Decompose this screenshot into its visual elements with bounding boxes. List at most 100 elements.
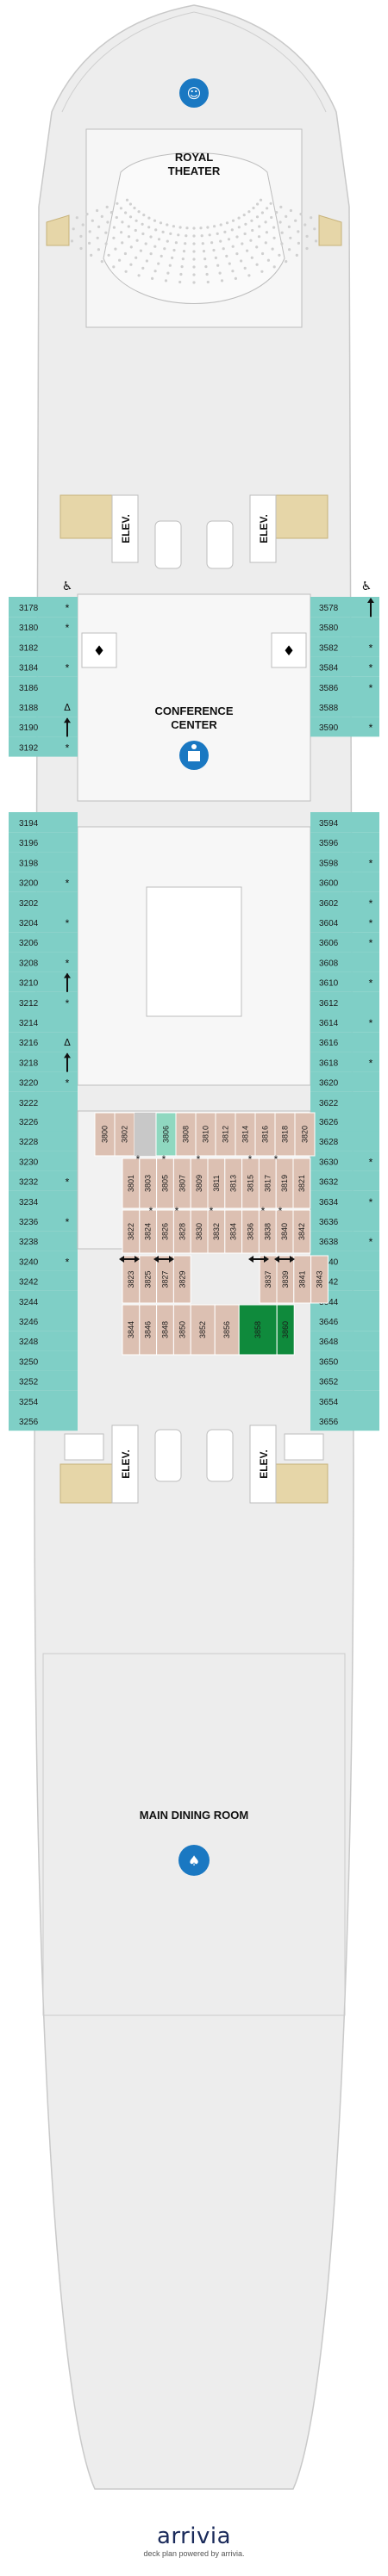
cabin-number: 3582 [319,643,339,653]
inner-cabin-number: 3829 [178,1270,186,1288]
connecting-mark: * [369,978,373,990]
theater-seat [123,251,127,256]
upper-elevator-area: ELEV. ELEV. [59,494,329,569]
inner-cabin [310,1255,329,1304]
connecting-mark: * [274,1153,278,1165]
theater-seat [127,225,130,228]
theater-seat [287,225,291,228]
cabin-cell [310,1311,379,1331]
inner-cabin [276,1304,295,1356]
cabin-number: 3612 [319,999,339,1009]
inner-cabin-number: 3800 [101,1126,110,1143]
cabin-number: 3590 [319,723,339,733]
cabin-number: 3646 [319,1318,339,1327]
theater-seat [133,206,136,210]
theater-seat [141,266,145,270]
cabin-cell [310,1151,379,1171]
theater-seat [265,231,268,234]
svg-text:ELEV.: ELEV. [258,514,270,543]
cabin-number: 3248 [19,1338,39,1347]
theater-seat [255,245,259,249]
cabin-cell [310,617,379,637]
theater-seat [104,231,108,234]
theater-seat [85,213,89,216]
theater-seat [192,265,196,269]
theater-seat [100,260,103,264]
cabin-number: 3614 [319,1019,339,1028]
theater-seat [70,239,74,243]
theater-seat [142,214,146,217]
theater-seat [178,280,182,284]
connecting-mark: * [66,997,70,1009]
cabin-number: 3220 [19,1079,39,1089]
theater-seat [243,266,247,270]
inner-cabin-number: 3843 [316,1270,324,1288]
inner-cabin-number: 3812 [222,1126,230,1143]
svg-text:♦: ♦ [283,642,295,659]
cabin-number: 3194 [19,819,39,829]
cabin-cell [310,676,379,697]
inner-cabin-number: 3846 [144,1321,153,1338]
inner-cabin-number: 3828 [178,1223,186,1240]
cabin-number: 3180 [19,624,39,633]
theater-seat [278,220,282,224]
arrow-head [290,1256,295,1263]
cabin-number: 3206 [19,939,39,948]
theater-seat [294,219,297,222]
theater-seat [163,247,166,251]
theater-seat [260,270,264,273]
theater-seat [237,216,241,220]
theater-seat [192,273,196,276]
theater-seat [121,241,124,245]
cabin-cell [310,1111,379,1132]
arrow-head [64,1052,71,1058]
cabin-number: 3226 [19,1118,39,1127]
cabin-number: 3242 [19,1278,39,1288]
theater-seat [192,234,196,238]
cabin-cell [310,656,379,677]
cabin-cell [9,852,78,872]
theater-seat [96,236,99,239]
cabin-number: 3628 [319,1138,339,1147]
cabin-number: 3654 [319,1398,339,1407]
cabin-cell [9,872,78,892]
theater-seat [210,241,214,245]
arrow-head [153,1256,159,1263]
svg-text:ELEV.: ELEV. [120,1449,132,1479]
cabin-number: 3182 [19,643,39,653]
theater-seat [243,232,247,236]
podium-icon [179,741,209,770]
inner-cabin-number: 3827 [161,1270,170,1288]
cabin-number: 3634 [319,1198,339,1207]
theater-seat [264,241,267,245]
theater-seat [202,250,206,253]
theater-seat [278,253,281,257]
arrow-head [248,1256,253,1263]
inner-cabin-number: 3810 [202,1126,210,1143]
cabin-cell [9,736,78,757]
theater-seat [192,281,196,284]
theater-seat [166,271,170,275]
cabin-cell [310,852,379,872]
inner-cabin-number: 3858 [253,1321,262,1338]
cabin-number: 3196 [19,839,39,848]
theater-seat [299,213,303,216]
inner-cabin-number: 3840 [280,1223,289,1240]
cabin-number: 3632 [319,1178,339,1188]
cabin-number: 3652 [319,1378,339,1387]
cabin-number: 3216 [19,1039,39,1048]
inner-cabin-number: 3803 [144,1175,153,1192]
connecting-mark: * [66,1077,70,1089]
theater-seat [157,238,161,241]
inner-cabin-number: 3856 [222,1321,231,1338]
theater-seat [177,233,180,237]
royal-theater-label-2: THEATER [168,164,221,177]
inner-cabin [292,1209,311,1254]
cabin-cell [9,717,78,737]
theater-seat [166,223,169,227]
cabin-cell [310,991,379,1012]
inner-cabin-number: 3832 [212,1223,221,1240]
theater-seat [185,234,188,238]
cabin-number: 3584 [319,664,339,673]
cabin-number: 3186 [19,684,39,693]
